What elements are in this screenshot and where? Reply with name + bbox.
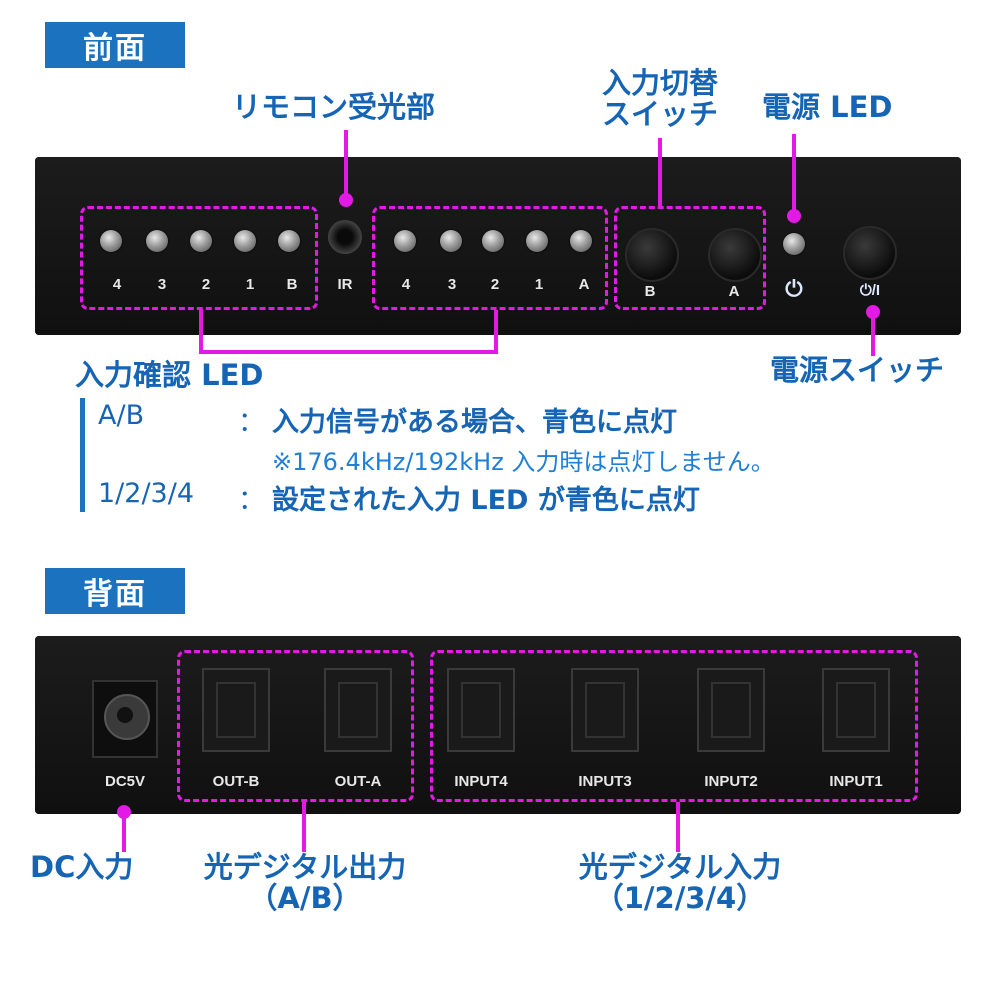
led-left-b	[278, 230, 300, 252]
optical-output-callout: 光デジタル出力 （A/B）	[160, 850, 450, 916]
input-led-group-right	[372, 206, 608, 310]
led-left-1	[234, 230, 256, 252]
legend-bar	[80, 398, 85, 512]
power-led-pointer-dot	[787, 209, 801, 223]
optical-input-callout: 光デジタル入力 （1/2/3/4）	[530, 850, 830, 916]
dc-label: DC5V	[104, 773, 145, 790]
led-label-right-a: A	[578, 276, 590, 293]
legend-num-colon: ：	[238, 485, 265, 516]
power-switch-callout: 電源スイッチ	[770, 353, 945, 387]
dc-jack	[92, 680, 158, 758]
legend-ab-key: A/B	[98, 400, 145, 431]
ir-sensor	[328, 220, 362, 254]
port-input2[interactable]	[697, 668, 765, 752]
led-label-right-1: 1	[534, 276, 544, 293]
optical-input-callout-line1: 光デジタル入力	[578, 850, 782, 884]
back-section-tag: 背面	[45, 568, 185, 614]
optical-output-group	[177, 650, 414, 802]
power-led	[783, 233, 805, 255]
port-out-b[interactable]	[202, 668, 270, 752]
led-label-left-b: B	[286, 276, 298, 293]
power-switch-button[interactable]	[843, 226, 897, 280]
legend-ab-colon: ：	[238, 407, 265, 438]
power-switch-label: ⏻/I	[859, 282, 881, 299]
input-led-callout: 入力確認 LED	[75, 358, 264, 392]
power-led-icon: ⏻	[785, 276, 803, 301]
port-label-input3: INPUT3	[578, 773, 632, 790]
led-right-1	[526, 230, 548, 252]
led-label-left-4: 4	[112, 276, 122, 293]
led-right-3	[440, 230, 462, 252]
port-label-input2: INPUT2	[704, 773, 758, 790]
port-out-a[interactable]	[324, 668, 392, 752]
input-switch-group	[614, 206, 766, 310]
optical-output-callout-line1: 光デジタル出力	[203, 850, 407, 884]
port-label-input4: INPUT4	[454, 773, 508, 790]
led-label-left-3: 3	[157, 276, 167, 293]
input-switch-callout-line2: スイッチ	[601, 97, 718, 132]
ir-pointer-dot	[339, 193, 353, 207]
led-label-left-2: 2	[201, 276, 211, 293]
button-label-b: B	[644, 283, 656, 300]
port-label-out-a: OUT-A	[334, 773, 382, 790]
dc-input-callout: DC入力	[30, 850, 134, 884]
input-button-a[interactable]	[708, 228, 762, 282]
port-label-input1: INPUT1	[829, 773, 883, 790]
led-left-2	[190, 230, 212, 252]
led-right-4	[394, 230, 416, 252]
ir-label: IR	[337, 276, 353, 293]
input-button-b[interactable]	[625, 228, 679, 282]
button-label-a: A	[728, 283, 740, 300]
port-label-out-b: OUT-B	[212, 773, 260, 790]
led-label-right-4: 4	[401, 276, 411, 293]
front-section-tag: 前面	[45, 22, 185, 68]
legend-num-text: 設定された入力 LED が青色に点灯	[272, 485, 700, 516]
led-right-2	[482, 230, 504, 252]
led-label-left-1: 1	[245, 276, 255, 293]
legend-ab-text: 入力信号がある場合、青色に点灯	[272, 407, 677, 438]
optical-input-group	[430, 650, 918, 802]
led-right-a	[570, 230, 592, 252]
legend-num-key: 1/2/3/4	[98, 478, 195, 509]
optical-output-callout-line2: （A/B）	[248, 881, 362, 916]
led-label-right-3: 3	[447, 276, 457, 293]
port-input1[interactable]	[822, 668, 890, 752]
port-input3[interactable]	[571, 668, 639, 752]
ir-callout: リモコン受光部	[232, 90, 436, 124]
legend-ab-note: ※176.4kHz/192kHz 入力時は点灯しません。	[272, 448, 775, 476]
optical-input-callout-line2: （1/2/3/4）	[594, 881, 766, 916]
input-switch-callout-line1: 入力切替	[601, 66, 718, 100]
power-led-callout: 電源 LED	[762, 90, 893, 124]
input-led-group-left	[80, 206, 318, 310]
port-input4[interactable]	[447, 668, 515, 752]
led-left-4	[100, 230, 122, 252]
led-left-3	[146, 230, 168, 252]
input-switch-callout: 入力切替 スイッチ	[585, 66, 735, 132]
led-label-right-2: 2	[490, 276, 500, 293]
